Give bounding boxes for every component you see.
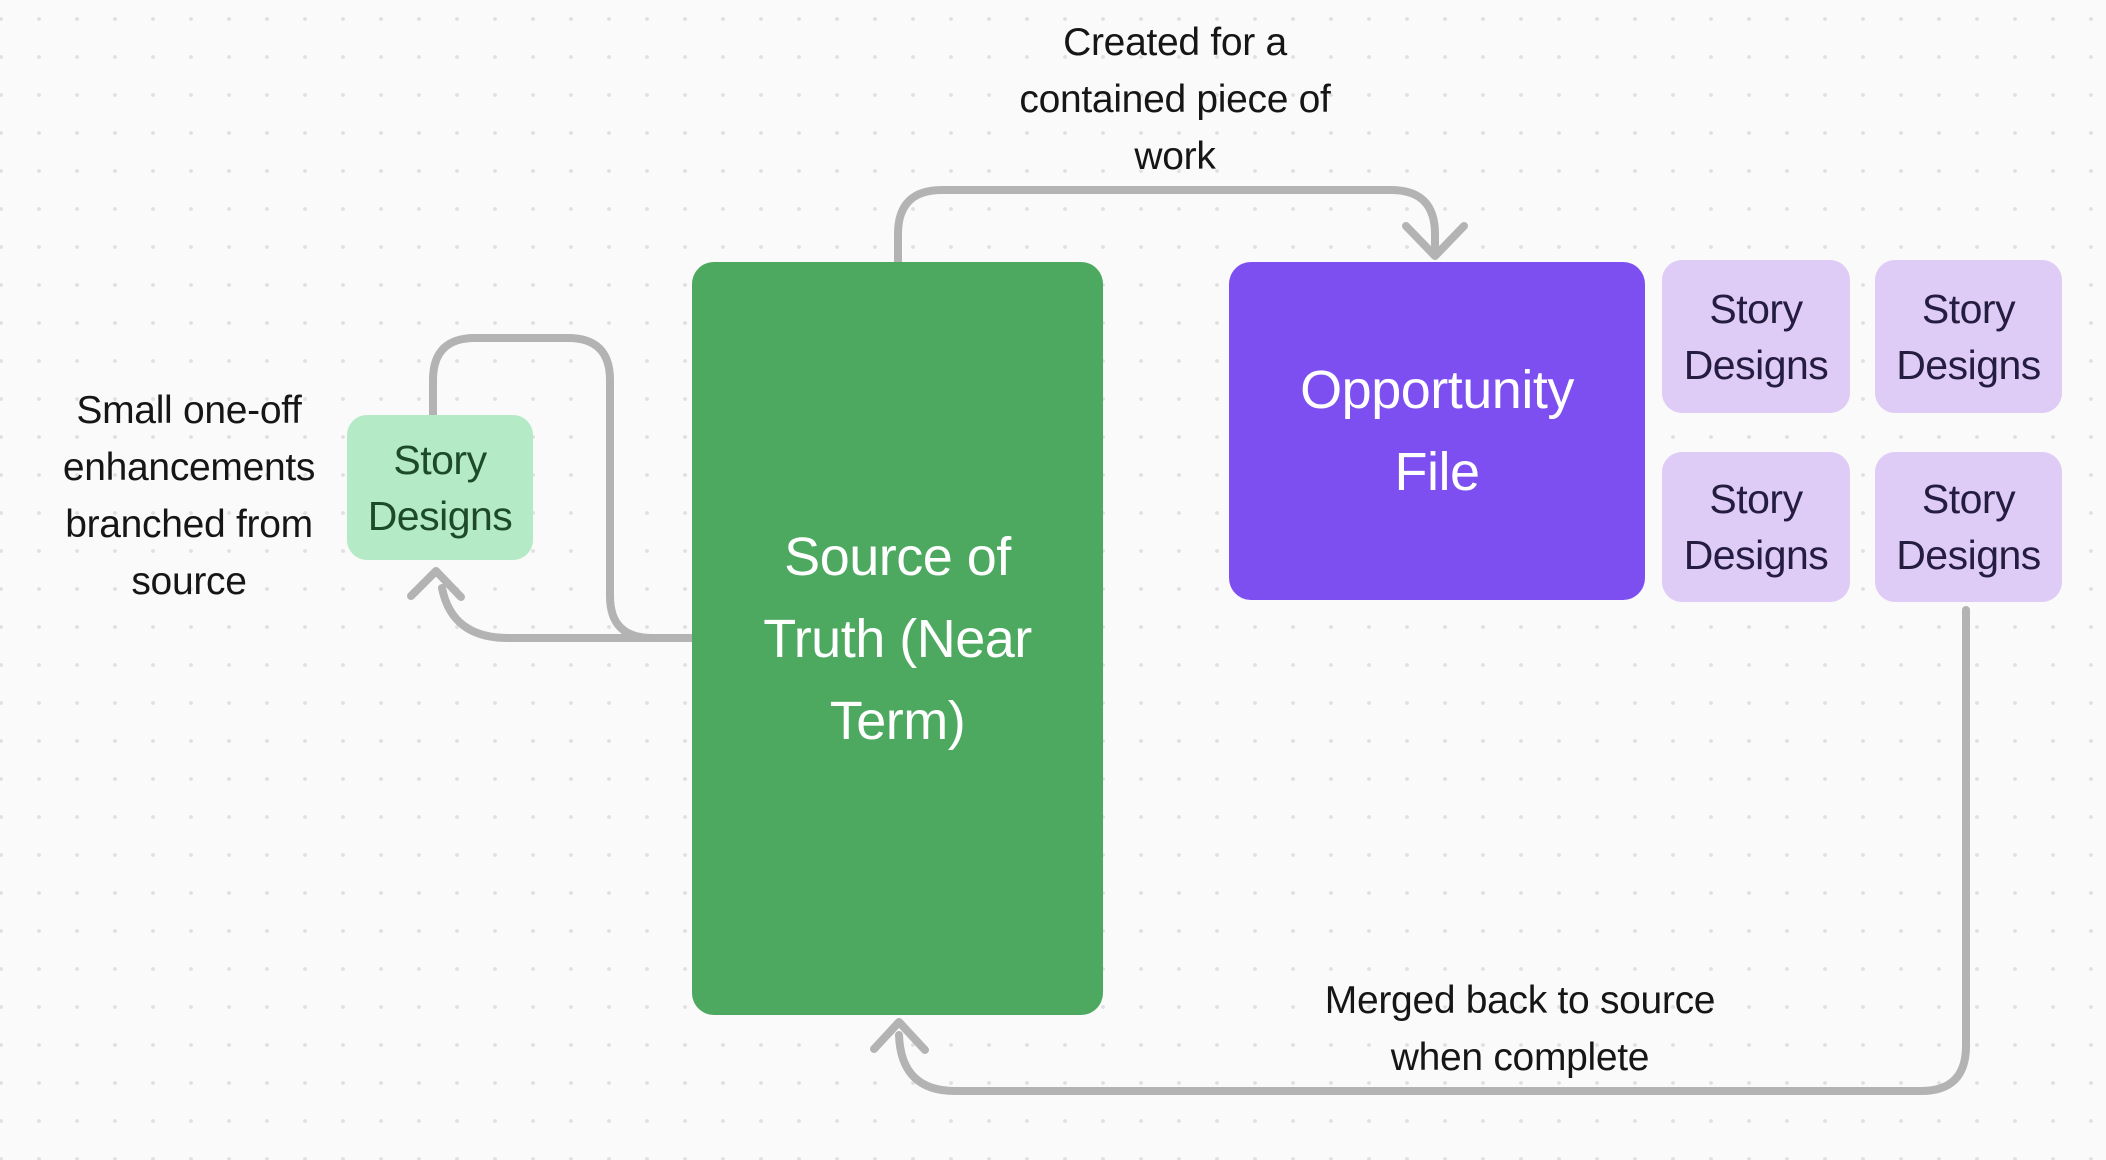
story-designs-box-2[interactable]: Story Designs	[1875, 260, 2062, 413]
connector-line	[438, 584, 696, 642]
note-created-for-work[interactable]: Created for a contained piece of work	[1019, 21, 1331, 178]
story-designs-box-4[interactable]: Story Designs	[1875, 452, 2062, 602]
source-of-truth-box[interactable]: Source of Truth (Near Term)	[692, 262, 1103, 1015]
connector-branch-return[interactable]	[429, 334, 696, 642]
connector-create-opportunity[interactable]	[894, 186, 1468, 266]
opportunity-file-box[interactable]: Opportunity File	[1229, 262, 1645, 600]
connector-line	[894, 186, 1439, 266]
arrowhead-up-icon	[870, 1018, 929, 1054]
note-branched-from-source[interactable]: Small one-off enhancements branched from…	[62, 389, 316, 603]
connector-line	[429, 334, 696, 642]
branch-story-designs-box[interactable]: Story Designs	[347, 415, 533, 560]
arrowhead-up-icon	[407, 567, 465, 601]
connector-line	[895, 606, 1970, 1095]
note-merged-back[interactable]: Merged back to source when complete	[1324, 979, 1716, 1079]
connector-branch-out[interactable]	[407, 567, 696, 642]
arrowhead-down-icon	[1402, 222, 1468, 260]
story-designs-box-1[interactable]: Story Designs	[1662, 260, 1850, 413]
connector-merge-back[interactable]	[870, 606, 1970, 1095]
story-designs-box-3[interactable]: Story Designs	[1662, 452, 1850, 602]
